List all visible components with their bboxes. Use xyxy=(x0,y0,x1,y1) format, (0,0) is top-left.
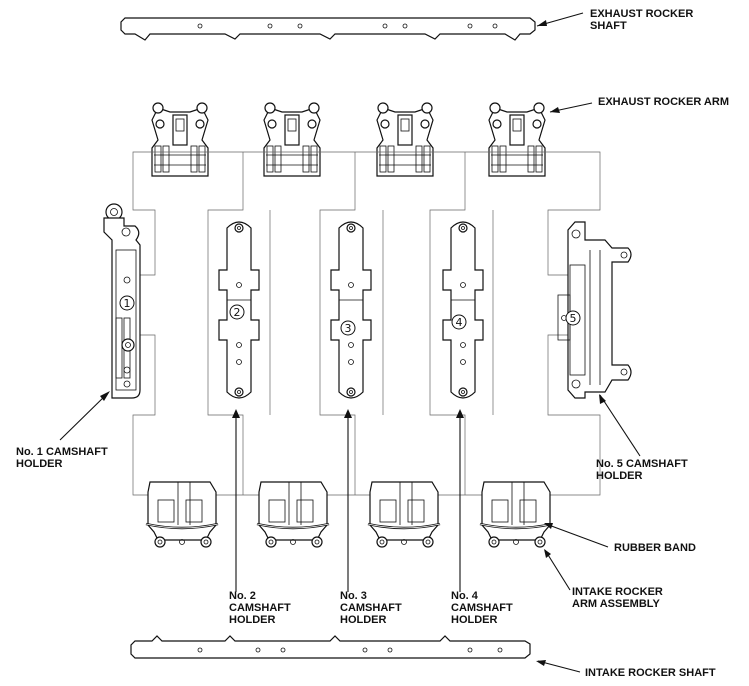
label-line: No. 2 xyxy=(229,590,256,602)
label-no5-camshaft-holder: No. 5 CAMSHAFT HOLDER xyxy=(596,458,688,482)
strap-holders xyxy=(218,221,484,399)
exhaust-rocker-arm xyxy=(376,102,434,177)
label-intake-rocker-shaft: INTAKE ROCKER SHAFT xyxy=(585,667,716,679)
holder-number-2: 2 xyxy=(229,304,245,320)
label-line: CAMSHAFT xyxy=(229,602,291,614)
label-exhaust-rocker-arm: EXHAUST ROCKER ARM xyxy=(598,96,729,108)
label-line: RUBBER BAND xyxy=(614,542,696,554)
label-line: ARM ASSEMBLY xyxy=(572,598,660,610)
label-line: SHAFT xyxy=(590,20,627,32)
holder-number-text: 5 xyxy=(570,312,577,325)
intake-rocker-arm-assemblies xyxy=(145,481,553,548)
holder-number-5: 5 xyxy=(565,310,581,326)
label-line: No. 1 CAMSHAFT xyxy=(16,446,108,458)
leader-arrowheads xyxy=(100,20,606,666)
label-line: INTAKE ROCKER xyxy=(572,586,663,598)
label-line: CAMSHAFT xyxy=(451,602,513,614)
holder-number-4: 4 xyxy=(451,314,467,330)
holder-number-text: 4 xyxy=(456,316,463,329)
label-line: HOLDER xyxy=(340,614,387,626)
intake-rocker-arm-assembly xyxy=(479,481,553,548)
exhaust-rocker-arm xyxy=(151,102,209,177)
camshaft-holder-strap xyxy=(442,221,484,399)
label-exhaust-rocker-shaft: EXHAUST ROCKER SHAFT xyxy=(590,8,693,32)
label-line: HOLDER xyxy=(16,458,63,470)
label-no1-camshaft-holder: No. 1 CAMSHAFT HOLDER xyxy=(16,446,108,470)
exhaust-rocker-arm xyxy=(263,102,321,177)
label-line: CAMSHAFT xyxy=(340,602,402,614)
label-no2-camshaft-holder: No. 2 CAMSHAFT HOLDER xyxy=(229,590,291,626)
label-line: HOLDER xyxy=(229,614,276,626)
no5-camshaft-holder xyxy=(557,221,632,399)
holder-number-text: 3 xyxy=(345,322,352,335)
label-line: No. 5 CAMSHAFT xyxy=(596,458,688,470)
intake-rocker-arm-assembly xyxy=(256,481,330,548)
label-line: HOLDER xyxy=(596,470,643,482)
label-no3-camshaft-holder: No. 3 CAMSHAFT HOLDER xyxy=(340,590,402,626)
label-line: EXHAUST ROCKER ARM xyxy=(598,96,729,108)
holder-number-3: 3 xyxy=(340,320,356,336)
intake-rocker-arm-assembly xyxy=(367,481,441,548)
holder-number-markers: 1 2 3 4 5 xyxy=(119,295,581,336)
intake-rocker-shaft xyxy=(130,635,531,659)
label-line: No. 4 xyxy=(451,590,478,602)
intake-rocker-arm-assembly xyxy=(145,481,219,548)
label-intake-rocker-arm-assembly: INTAKE ROCKER ARM ASSEMBLY xyxy=(572,586,663,610)
exhaust-rocker-shaft xyxy=(120,17,536,41)
holder-number-1: 1 xyxy=(119,295,135,311)
label-line: INTAKE ROCKER SHAFT xyxy=(585,667,716,679)
holder-number-text: 1 xyxy=(124,297,131,310)
label-line: HOLDER xyxy=(451,614,498,626)
exhaust-rocker-arms xyxy=(151,102,546,177)
holder-number-text: 2 xyxy=(234,306,241,319)
label-line: EXHAUST ROCKER xyxy=(590,8,694,20)
camshaft-holder-strap xyxy=(330,221,372,399)
cylinder-head-outline xyxy=(132,151,601,496)
label-no4-camshaft-holder: No. 4 CAMSHAFT HOLDER xyxy=(451,590,513,626)
label-line: No. 3 xyxy=(340,590,367,602)
label-rubber-band: RUBBER BAND xyxy=(614,542,696,554)
exhaust-rocker-arm xyxy=(488,102,546,177)
